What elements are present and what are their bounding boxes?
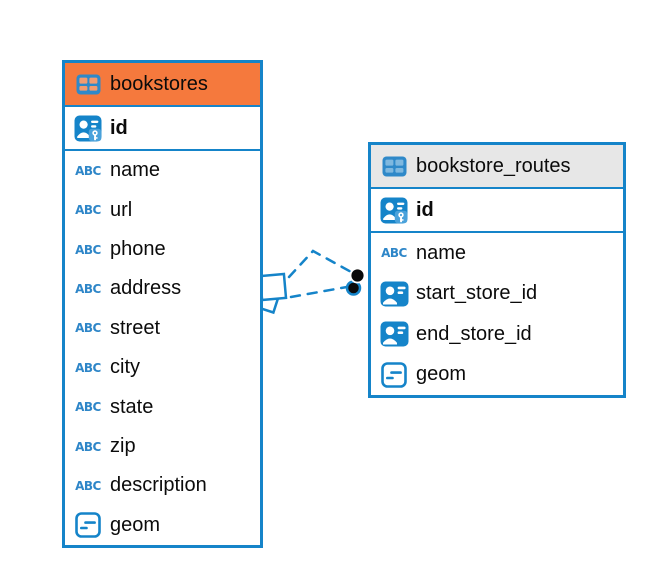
column-label: phone [110, 238, 166, 261]
column-row-description[interactable]: ABC description [65, 466, 260, 505]
column-row-name[interactable]: ABC name [65, 151, 260, 190]
geometry-icon [379, 361, 409, 388]
column-row-start_store_id[interactable]: start_store_id [371, 274, 623, 315]
column-row-city[interactable]: ABC city [65, 348, 260, 387]
abc-text-icon: ABC [381, 246, 407, 261]
column-label: geom [416, 363, 467, 386]
column-label: id [110, 116, 128, 139]
person-key-icon [73, 114, 103, 143]
relationship-line-upper[interactable] [287, 249, 355, 279]
abc-text-icon: ABC [75, 203, 101, 218]
column-label: city [110, 356, 140, 379]
abc-text-icon: ABC [75, 321, 101, 336]
column-label: name [110, 159, 161, 182]
table-bookstore-routes[interactable]: bookstore_routes id ABC name start_store_… [368, 142, 626, 398]
column-label: name [416, 241, 467, 264]
abc-text-icon: ABC [75, 163, 101, 178]
column-label: zip [110, 435, 136, 458]
column-row-end_store_id[interactable]: end_store_id [371, 314, 623, 355]
column-row-address[interactable]: ABC address [65, 269, 260, 308]
column-row-bookstores-id[interactable]: id [65, 107, 260, 151]
column-label: id [416, 198, 434, 221]
table-bookstores-title: bookstores [110, 72, 208, 95]
column-row-name[interactable]: ABC name [371, 233, 623, 274]
table-icon [73, 74, 103, 95]
abc-text-icon: ABC [75, 242, 101, 257]
abc-text-icon: ABC [75, 281, 101, 296]
person-key-icon [379, 196, 409, 225]
relationship-dot-marker-lower[interactable] [345, 280, 362, 296]
column-row-street[interactable]: ABC street [65, 309, 260, 348]
abc-text-icon: ABC [75, 360, 101, 375]
column-label: address [110, 277, 182, 300]
table-bookstores-header[interactable]: bookstores [65, 63, 260, 107]
table-bookstore-routes-header[interactable]: bookstore_routes [371, 145, 623, 189]
column-label: state [110, 395, 154, 418]
column-label: url [110, 198, 133, 221]
table-icon [379, 156, 409, 177]
column-row-geom[interactable]: geom [371, 355, 623, 396]
person-card-icon [379, 321, 409, 347]
person-card-icon [379, 281, 409, 307]
column-label: start_store_id [416, 282, 538, 305]
column-label: street [110, 316, 161, 339]
column-row-url[interactable]: ABC url [65, 190, 260, 229]
column-row-bookstore-routes-id[interactable]: id [371, 189, 623, 233]
table-bookstore-routes-title: bookstore_routes [416, 154, 571, 177]
column-row-geom[interactable]: geom [65, 506, 260, 545]
column-label: geom [110, 513, 161, 536]
column-label: description [110, 474, 207, 497]
abc-text-icon: ABC [75, 439, 101, 454]
abc-text-icon: ABC [75, 400, 101, 415]
geometry-icon [73, 512, 103, 539]
column-label: end_store_id [416, 322, 532, 345]
table-bookstore-routes-columns: ABC name start_store_id end_store_id geom [371, 233, 623, 395]
column-row-zip[interactable]: ABC zip [65, 427, 260, 466]
column-row-state[interactable]: ABC state [65, 387, 260, 426]
abc-text-icon: ABC [75, 478, 101, 493]
relationship-line-lower[interactable] [289, 285, 349, 299]
column-row-phone[interactable]: ABC phone [65, 230, 260, 269]
relationship-dot-marker-upper[interactable] [349, 267, 366, 284]
